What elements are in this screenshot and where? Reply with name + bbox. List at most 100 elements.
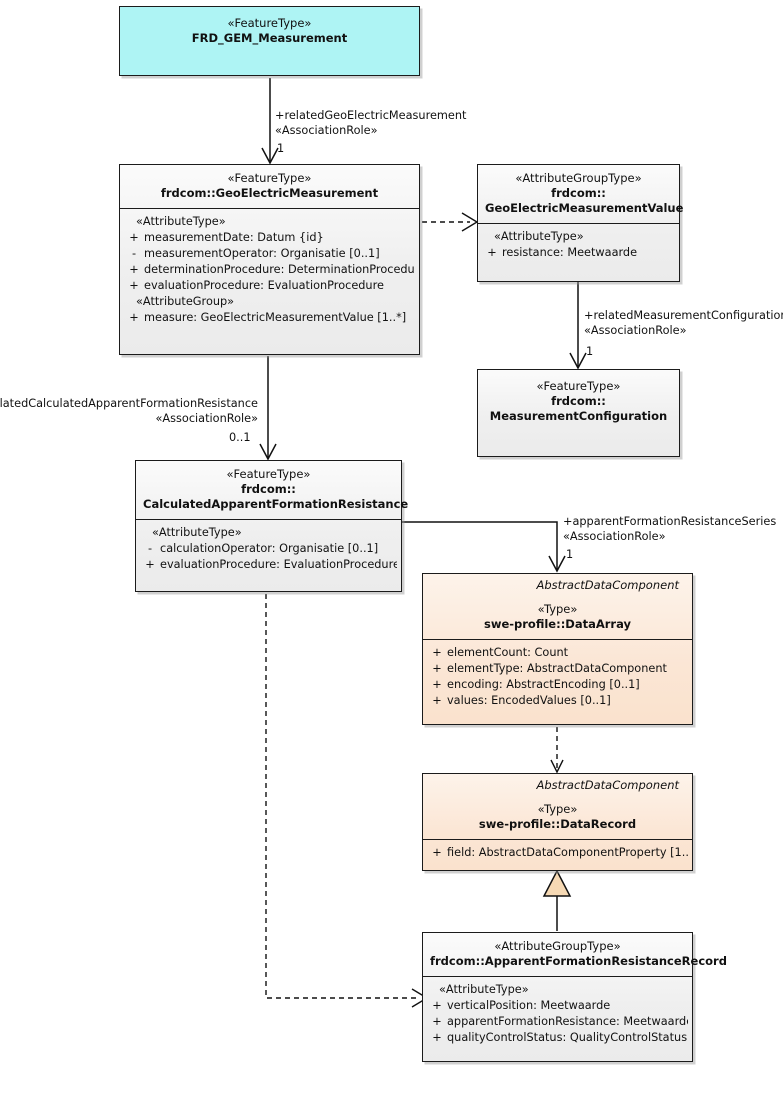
class-name-line1: frdcom:: — [551, 394, 606, 408]
edge-multiplicity-related-calculated-apparent-formation-resistance: 0..1 — [229, 431, 251, 444]
class-frd-gem-measurement[interactable]: «FeatureType» FRD_GEM_Measurement — [119, 6, 420, 76]
attribute-text: calculationOperator: Organisatie [0..1] — [160, 542, 379, 555]
attribute-group-label: «AttributeType» — [136, 215, 226, 228]
attribute-row: -measurementOperator: Organisatie [0..1] — [124, 246, 415, 262]
attribute-text: encoding: AbstractEncoding [0..1] — [447, 678, 640, 691]
class-data-record[interactable]: AbstractDataComponent «Type» swe-profile… — [422, 773, 693, 871]
edge-label-related-measurement-configuration: +relatedMeasurementConfiguration «Associ… — [584, 308, 783, 338]
class-header: AbstractDataComponent «Type» swe-profile… — [423, 574, 692, 639]
attribute-text: evaluationProcedure: EvaluationProcedure — [144, 279, 384, 292]
edge-record-dependency — [265, 594, 429, 1008]
visibility: + — [432, 646, 442, 659]
edge-multiplicity-related-measurement-configuration: 1 — [586, 345, 594, 358]
edge-role-label: +apparentFormationResistanceSeries — [563, 515, 777, 528]
attribute-text: elementCount: Count — [447, 646, 569, 659]
class-header: «FeatureType» frdcom::GeoElectricMeasure… — [120, 165, 419, 208]
attribute-text: measure: GeoElectricMeasurementValue [1.… — [144, 311, 407, 324]
attribute-compartment: «AttributeType» -calculationOperator: Or… — [136, 519, 401, 579]
attribute-text: verticalPosition: Meetwaarde — [447, 999, 611, 1012]
attribute-compartment: «AttributeType» + resistance: Meetwaarde — [478, 223, 679, 267]
class-header: «AttributeGroupType» frdcom::ApparentFor… — [423, 933, 727, 976]
class-stereotype: «FeatureType» — [227, 171, 312, 185]
class-name: frdcom::ApparentFormationResistanceRecor… — [430, 954, 727, 968]
class-name-line1: frdcom:: — [241, 482, 296, 496]
class-header: AbstractDataComponent «Type» swe-profile… — [423, 774, 692, 839]
class-name: frdcom::GeoElectricMeasurement — [160, 186, 379, 200]
visibility: + — [432, 678, 442, 691]
class-header: «FeatureType» frdcom:: CalculatedApparen… — [136, 461, 408, 519]
attribute-text: evaluationProcedure: EvaluationProcedure — [160, 558, 397, 571]
visibility: + — [432, 1031, 442, 1044]
class-apparent-formation-resistance-record[interactable]: «AttributeGroupType» frdcom::ApparentFor… — [422, 932, 727, 1062]
class-geo-electric-measurement-value[interactable]: «AttributeGroupType» frdcom:: GeoElectri… — [477, 164, 684, 282]
attribute-group-label: «AttributeType» — [439, 983, 529, 996]
abstract-supertype-label: AbstractDataComponent — [536, 578, 680, 592]
edge-related-calculated-apparent-formation-resistance — [259, 356, 277, 461]
attribute-text: measurementOperator: Organisatie [0..1] — [144, 247, 380, 260]
class-stereotype: «AttributeGroupType» — [494, 939, 621, 953]
attribute-row: + elementCount: Count — [427, 645, 688, 661]
edge-generalization-to-data-record — [542, 869, 572, 931]
attribute-row: + verticalPosition: Meetwaarde — [427, 998, 688, 1014]
class-stereotype: «FeatureType» — [536, 379, 621, 393]
attribute-row: -calculationOperator: Organisatie [0..1] — [140, 541, 397, 557]
visibility: + — [432, 846, 442, 859]
class-measurement-configuration[interactable]: «FeatureType» frdcom:: MeasurementConfig… — [477, 369, 680, 457]
edge-apparent-formation-resistance-series — [402, 521, 566, 573]
attribute-text: measurementDate: Datum {id} — [144, 231, 324, 244]
class-calculated-apparent-formation-resistance[interactable]: «FeatureType» frdcom:: CalculatedApparen… — [135, 460, 408, 592]
attribute-row: + values: EncodedValues [0..1] — [427, 693, 688, 709]
attribute-text: values: EncodedValues [0..1] — [447, 694, 611, 707]
visibility: - — [131, 247, 137, 260]
edge-multiplicity-related-geo-electric-measurement: 1 — [277, 142, 285, 155]
edge-role-label: +relatedMeasurementConfiguration — [584, 309, 783, 322]
visibility: + — [432, 662, 442, 675]
attribute-text: apparentFormationResistance: Meetwaarde — [447, 1015, 688, 1028]
attribute-group-label: «AttributeType» — [494, 230, 584, 243]
visibility: + — [487, 246, 497, 259]
class-stereotype: «Type» — [537, 602, 578, 616]
attribute-compartment: «AttributeType» + verticalPosition: Meetw… — [423, 976, 692, 1052]
edge-stereotype-label: «AssociationRole» — [275, 124, 378, 137]
edge-stereotype-label: «AssociationRole» — [155, 412, 259, 425]
attribute-row: +qualityControlStatus: QualityControlSta… — [427, 1030, 688, 1046]
attribute-row: + evaluationProcedure: EvaluationProcedur… — [140, 557, 397, 573]
attribute-compartment: + field: AbstractDataComponentProperty [1… — [423, 839, 692, 867]
class-stereotype: «AttributeGroupType» — [515, 171, 642, 185]
edge-role-label: +relatedCalculatedApparentFormationResis… — [0, 397, 258, 410]
edge-label-apparent-formation-resistance-series: +apparentFormationResistanceSeries «Asso… — [563, 514, 776, 544]
attribute-row: + elementType: AbstractDataComponent — [427, 661, 688, 677]
class-name-line2: GeoElectricMeasurementValue — [485, 201, 684, 215]
attribute-group-label: «AttributeGroup» — [136, 295, 235, 308]
class-stereotype: «FeatureType» — [226, 467, 311, 481]
visibility: + — [129, 279, 139, 292]
attribute-row: +measurementDate: Datum {id} — [124, 230, 415, 246]
attribute-text: elementType: AbstractDataComponent — [447, 662, 667, 675]
attribute-row: + encoding: AbstractEncoding [0..1] — [427, 677, 688, 693]
edge-label-related-calculated-apparent-formation-resistance: +relatedCalculatedApparentFormationResis… — [0, 396, 258, 426]
attribute-text: field: AbstractDataComponentProperty [1.… — [447, 846, 688, 859]
edge-multiplicity-apparent-formation-resistance-series: 1 — [566, 548, 574, 561]
attribute-text: resistance: Meetwaarde — [502, 246, 638, 259]
edge-stereotype-label: «AssociationRole» — [563, 530, 666, 543]
class-header: «AttributeGroupType» frdcom:: GeoElectri… — [478, 165, 684, 223]
abstract-supertype-label: AbstractDataComponent — [536, 778, 680, 792]
attribute-compartment: «AttributeType» +measurementDate: Datum … — [120, 208, 419, 332]
edge-data-array-to-data-record — [550, 727, 564, 774]
class-data-array[interactable]: AbstractDataComponent «Type» swe-profile… — [422, 573, 693, 725]
class-name: swe-profile::DataRecord — [478, 817, 637, 831]
visibility: + — [432, 999, 442, 1012]
class-stereotype: «Type» — [537, 802, 578, 816]
visibility: + — [145, 558, 155, 571]
visibility: + — [129, 263, 139, 276]
class-name-line2: MeasurementConfiguration — [489, 409, 668, 423]
class-geo-electric-measurement[interactable]: «FeatureType» frdcom::GeoElectricMeasure… — [119, 164, 420, 355]
attribute-row: + evaluationProcedure: EvaluationProcedur… — [124, 278, 415, 294]
visibility: + — [432, 1015, 442, 1028]
edge-label-related-geo-electric-measurement: +relatedGeoElectricMeasurement «Associat… — [275, 108, 466, 138]
edge-measure-dependency — [422, 212, 479, 232]
visibility: + — [129, 311, 139, 324]
visibility: + — [432, 694, 442, 707]
visibility: - — [147, 542, 153, 555]
